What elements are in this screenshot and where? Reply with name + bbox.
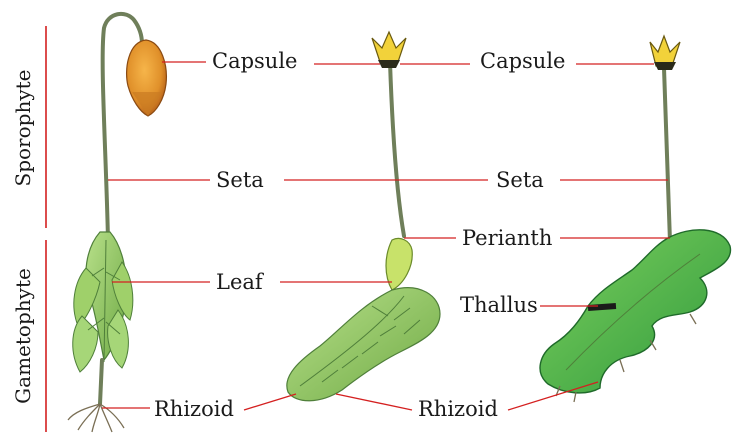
thalloid-liverwort-capsule xyxy=(650,36,680,70)
leafy-liverwort-seta xyxy=(390,62,404,236)
rhizoid-leader-leafy-b xyxy=(336,394,412,410)
sporophyte-label: Sporophyte xyxy=(11,69,35,186)
thalloid-liverwort-seta xyxy=(664,68,670,242)
seta-label-left: Seta xyxy=(216,168,264,192)
thallus-label: Thallus xyxy=(460,293,538,317)
moss-plant xyxy=(68,14,166,432)
moss-stem-base xyxy=(100,360,102,404)
thalloid-liverwort-plant xyxy=(540,36,730,402)
leaf-label: Leaf xyxy=(216,270,265,294)
leafy-liverwort-shoot xyxy=(287,288,440,401)
thalloid-liverwort-thallus xyxy=(540,230,730,393)
capsule-label-left: Capsule xyxy=(212,49,297,73)
leafy-liverwort-capsule xyxy=(372,32,406,68)
rhizoid-label-right: Rhizoid xyxy=(418,397,498,421)
perianth-label: Perianth xyxy=(462,226,552,250)
seta-label-right: Seta xyxy=(496,168,544,192)
rhizoid-label-left: Rhizoid xyxy=(154,397,234,421)
rhizoid-leader-leafy-a xyxy=(244,394,296,410)
capsule-label-right: Capsule xyxy=(480,49,565,73)
moss-leafy-shoot xyxy=(73,232,133,372)
leafy-liverwort-plant xyxy=(287,32,440,401)
gametophyte-label: Gametophyte xyxy=(11,268,35,404)
